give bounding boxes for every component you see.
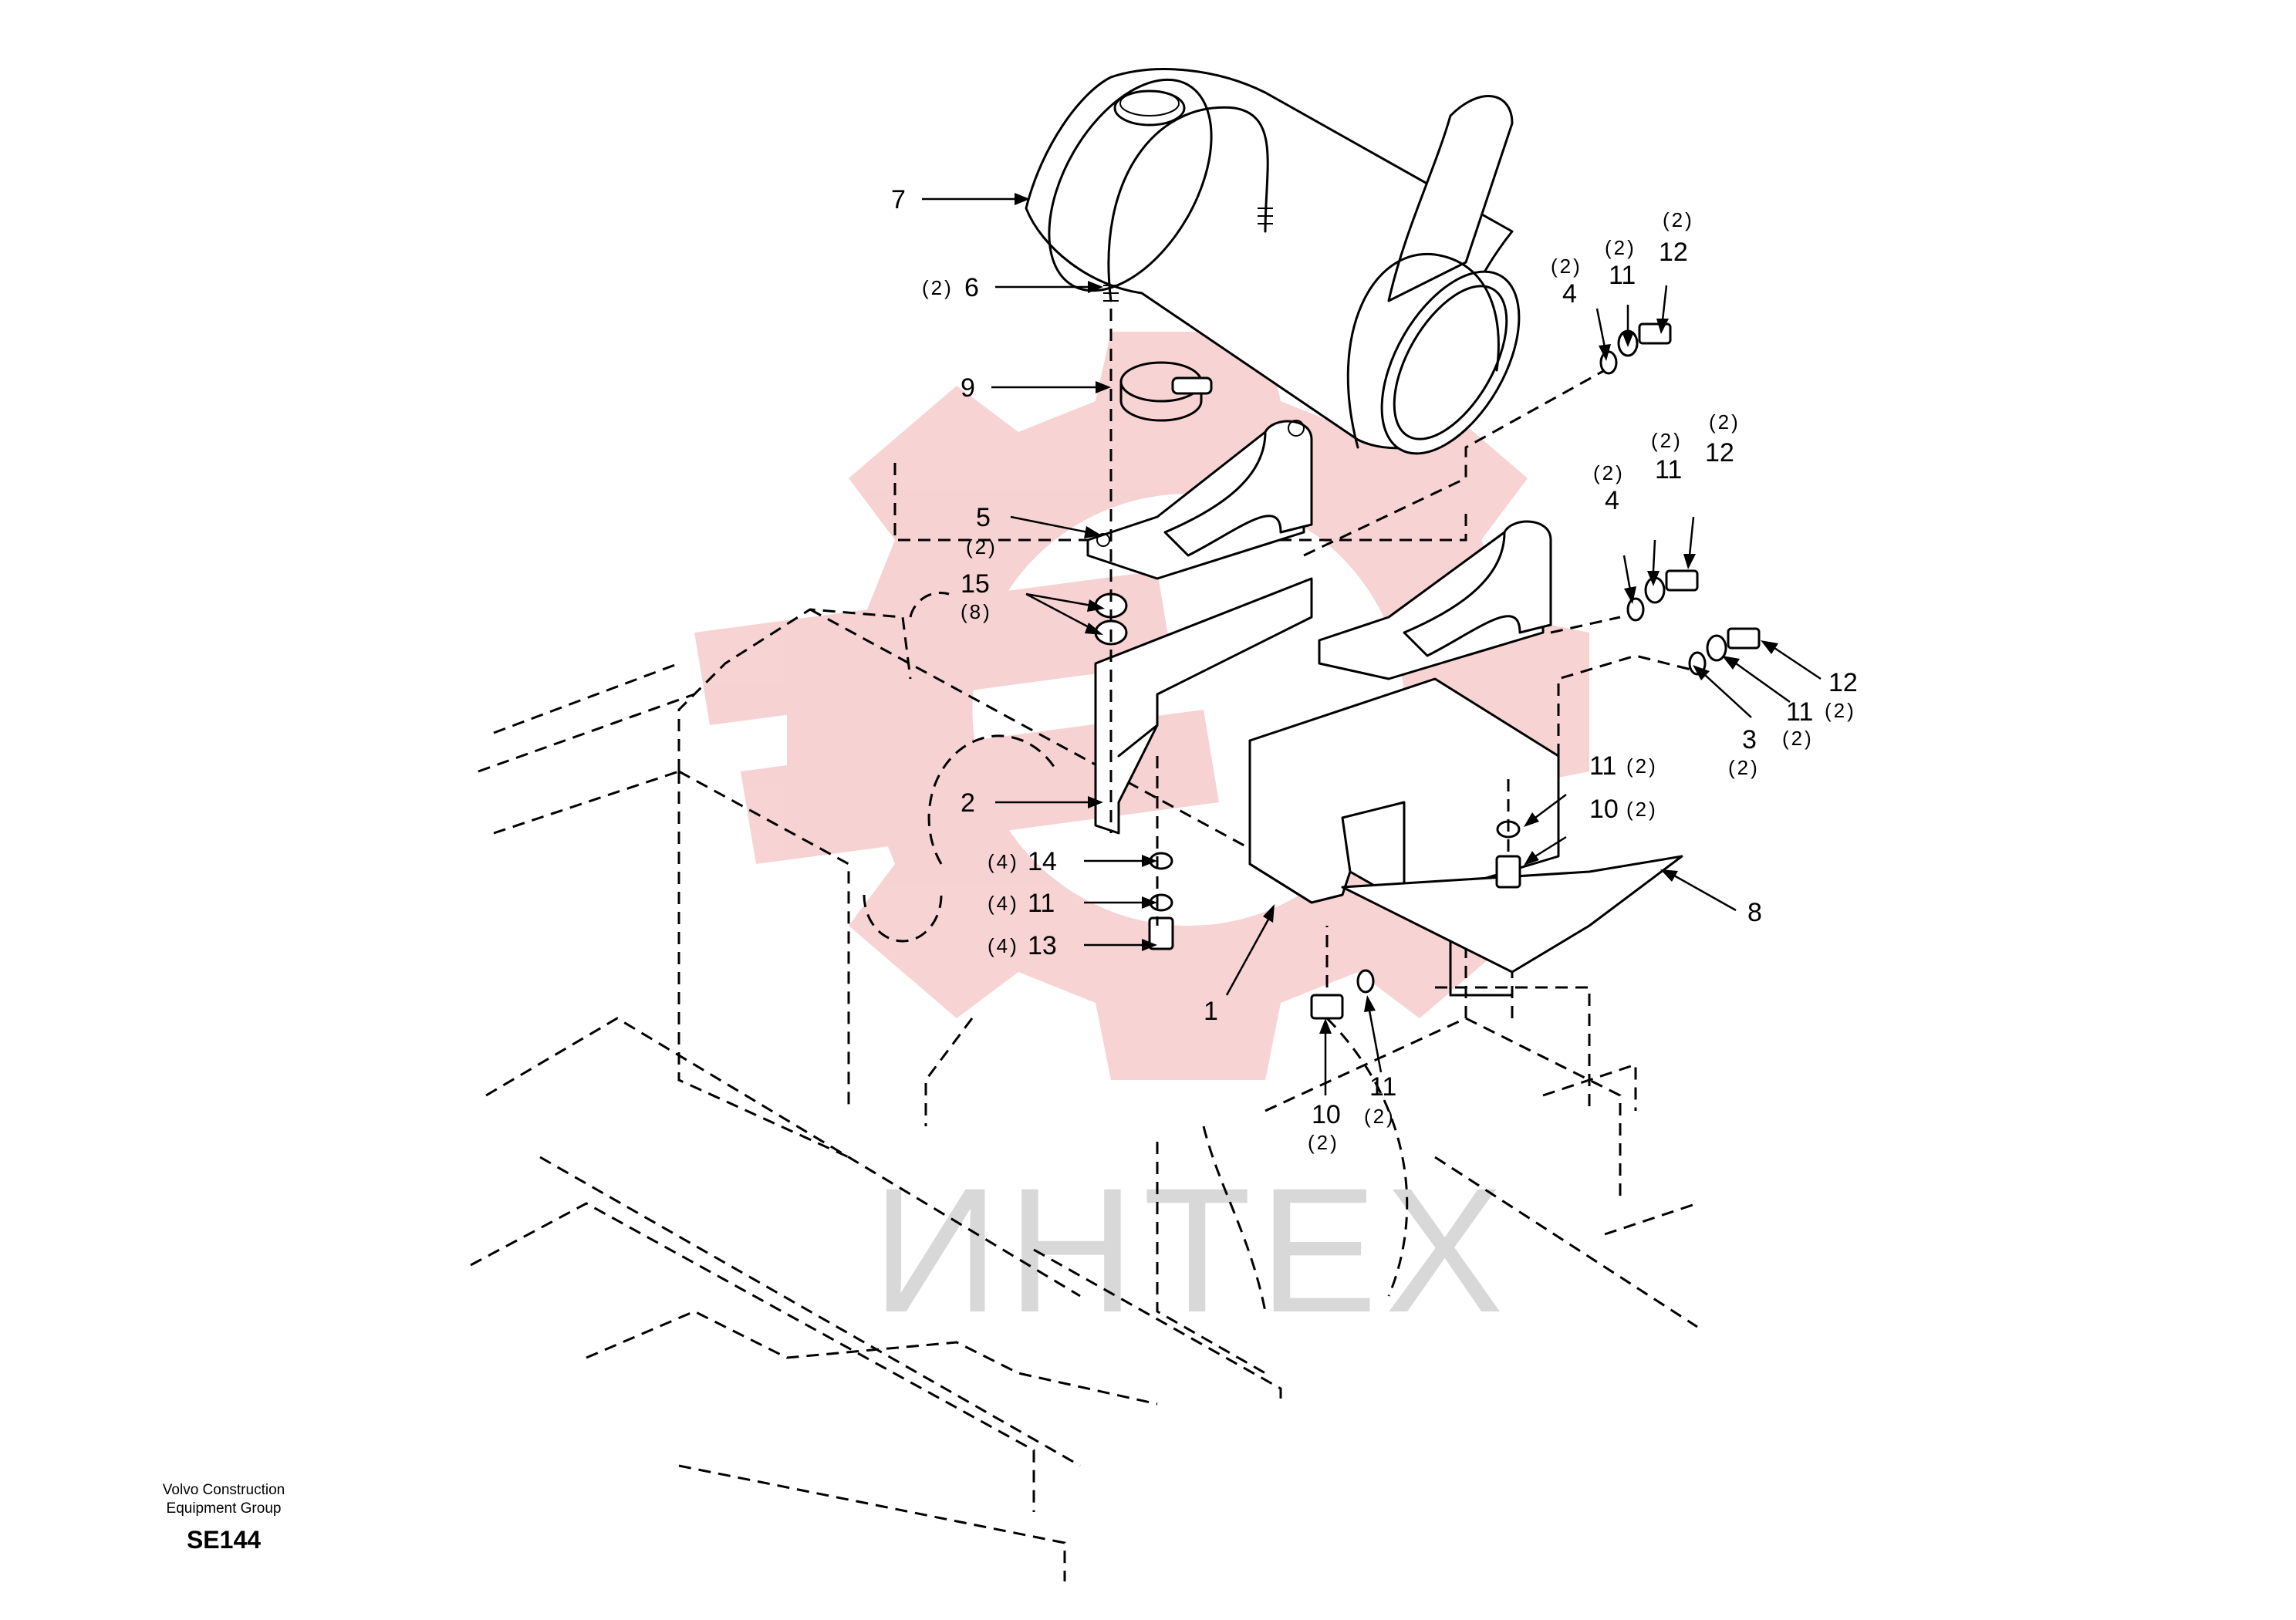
svg-text:12: 12 — [1705, 438, 1734, 467]
callout-11-c: 11 (2) — [1589, 751, 1658, 781]
svg-text:14: 14 — [1028, 847, 1057, 876]
svg-text:(2): (2) — [1651, 429, 1683, 452]
callout-12-b: (2) 12 — [1705, 410, 1741, 467]
svg-text:(2): (2) — [1551, 255, 1582, 278]
svg-text:(8): (8) — [961, 600, 992, 623]
callout-4-a: (2) 4 — [1551, 255, 1582, 309]
muffler — [1025, 68, 1521, 455]
svg-text:10: 10 — [1312, 1100, 1341, 1129]
u-bolt — [1103, 106, 1500, 449]
leader-lines — [922, 193, 1822, 1095]
callout-11-a: (4) 11 — [988, 889, 1055, 918]
svg-text:(4): (4) — [988, 850, 1019, 873]
callout-10-a: 10 (2) — [1308, 1100, 1341, 1154]
svg-text:7: 7 — [891, 185, 906, 214]
company-name-line1: Volvo Construction — [162, 1482, 285, 1498]
svg-text:4: 4 — [1562, 279, 1577, 309]
support-bracket — [1094, 577, 1313, 835]
svg-text:10: 10 — [1589, 795, 1619, 824]
svg-text:11: 11 — [1369, 1072, 1396, 1102]
assembly-lines — [1109, 309, 1698, 987]
callout-6: (2) 6 — [922, 273, 979, 302]
company-name-line2: Equipment Group — [166, 1500, 282, 1517]
svg-text:4: 4 — [1605, 486, 1619, 515]
callout-9: 9 — [961, 373, 975, 403]
callout-11-b: 11 (2) — [1364, 1072, 1396, 1128]
drawing-code: SE144 — [186, 1526, 262, 1554]
svg-text:5: 5 — [976, 503, 991, 532]
svg-text:(2): (2) — [1626, 798, 1658, 821]
svg-text:11: 11 — [1655, 455, 1682, 484]
callout-7: 7 — [891, 185, 906, 214]
callout-12-a: (2) 12 — [1659, 208, 1694, 267]
clamp-band — [1119, 361, 1213, 422]
callout-11-e: (2) 11 — [1651, 429, 1683, 484]
callout-12-c: 12 (2) — [1825, 668, 1858, 722]
callout-3: 3 (2) — [1728, 725, 1760, 779]
callout-5: 5 (2) — [966, 503, 998, 559]
svg-text:2: 2 — [961, 788, 975, 818]
svg-text:(2): (2) — [1728, 756, 1760, 779]
svg-text:12: 12 — [1659, 238, 1688, 267]
svg-text:(2): (2) — [1605, 236, 1636, 259]
callout-15: 15 (8) — [961, 569, 992, 623]
callout-14: (4) 14 — [988, 847, 1057, 876]
callout-8: 8 — [1747, 898, 1762, 927]
cover-plate — [1341, 855, 1683, 997]
callout-4-b: (2) 4 — [1593, 461, 1625, 515]
footer-block: Volvo Construction Equipment Group SE144 — [131, 1481, 316, 1554]
svg-text:(2): (2) — [1364, 1105, 1396, 1128]
callout-13: (4) 13 — [988, 931, 1057, 960]
svg-text:(2): (2) — [1308, 1131, 1339, 1154]
svg-text:(2): (2) — [966, 535, 998, 559]
svg-text:1: 1 — [1204, 997, 1218, 1026]
saddle-bracket-upper — [1086, 420, 1313, 580]
watermark-text: ИНТЕХ — [872, 1151, 1511, 1349]
callout-11-d: (2) 11 — [1605, 236, 1636, 290]
svg-text:(2): (2) — [1782, 727, 1814, 750]
svg-text:(4): (4) — [988, 892, 1019, 915]
svg-text:(2): (2) — [922, 276, 954, 299]
callout-2: 2 — [961, 788, 975, 818]
svg-text:11: 11 — [1028, 889, 1055, 918]
callout-11-f: 11 (2) — [1782, 697, 1814, 750]
svg-text:15: 15 — [961, 569, 990, 599]
svg-text:(4): (4) — [988, 934, 1019, 957]
svg-text:3: 3 — [1742, 725, 1757, 754]
svg-text:(2): (2) — [1709, 410, 1741, 434]
svg-text:11: 11 — [1786, 697, 1813, 727]
callout-10-b: 10 (2) — [1589, 795, 1658, 824]
svg-text:11: 11 — [1589, 751, 1616, 781]
svg-text:11: 11 — [1609, 261, 1636, 290]
svg-text:13: 13 — [1028, 931, 1057, 960]
svg-text:(2): (2) — [1593, 461, 1625, 484]
svg-text:(2): (2) — [1626, 754, 1658, 778]
svg-text:9: 9 — [961, 373, 975, 403]
svg-text:(2): (2) — [1663, 208, 1694, 231]
svg-text:8: 8 — [1747, 898, 1762, 927]
saddle-bracket-lower — [1318, 520, 1552, 680]
svg-text:(2): (2) — [1825, 699, 1856, 722]
callout-1: 1 — [1204, 997, 1218, 1026]
svg-text:12: 12 — [1828, 668, 1858, 697]
svg-text:6: 6 — [964, 273, 979, 302]
